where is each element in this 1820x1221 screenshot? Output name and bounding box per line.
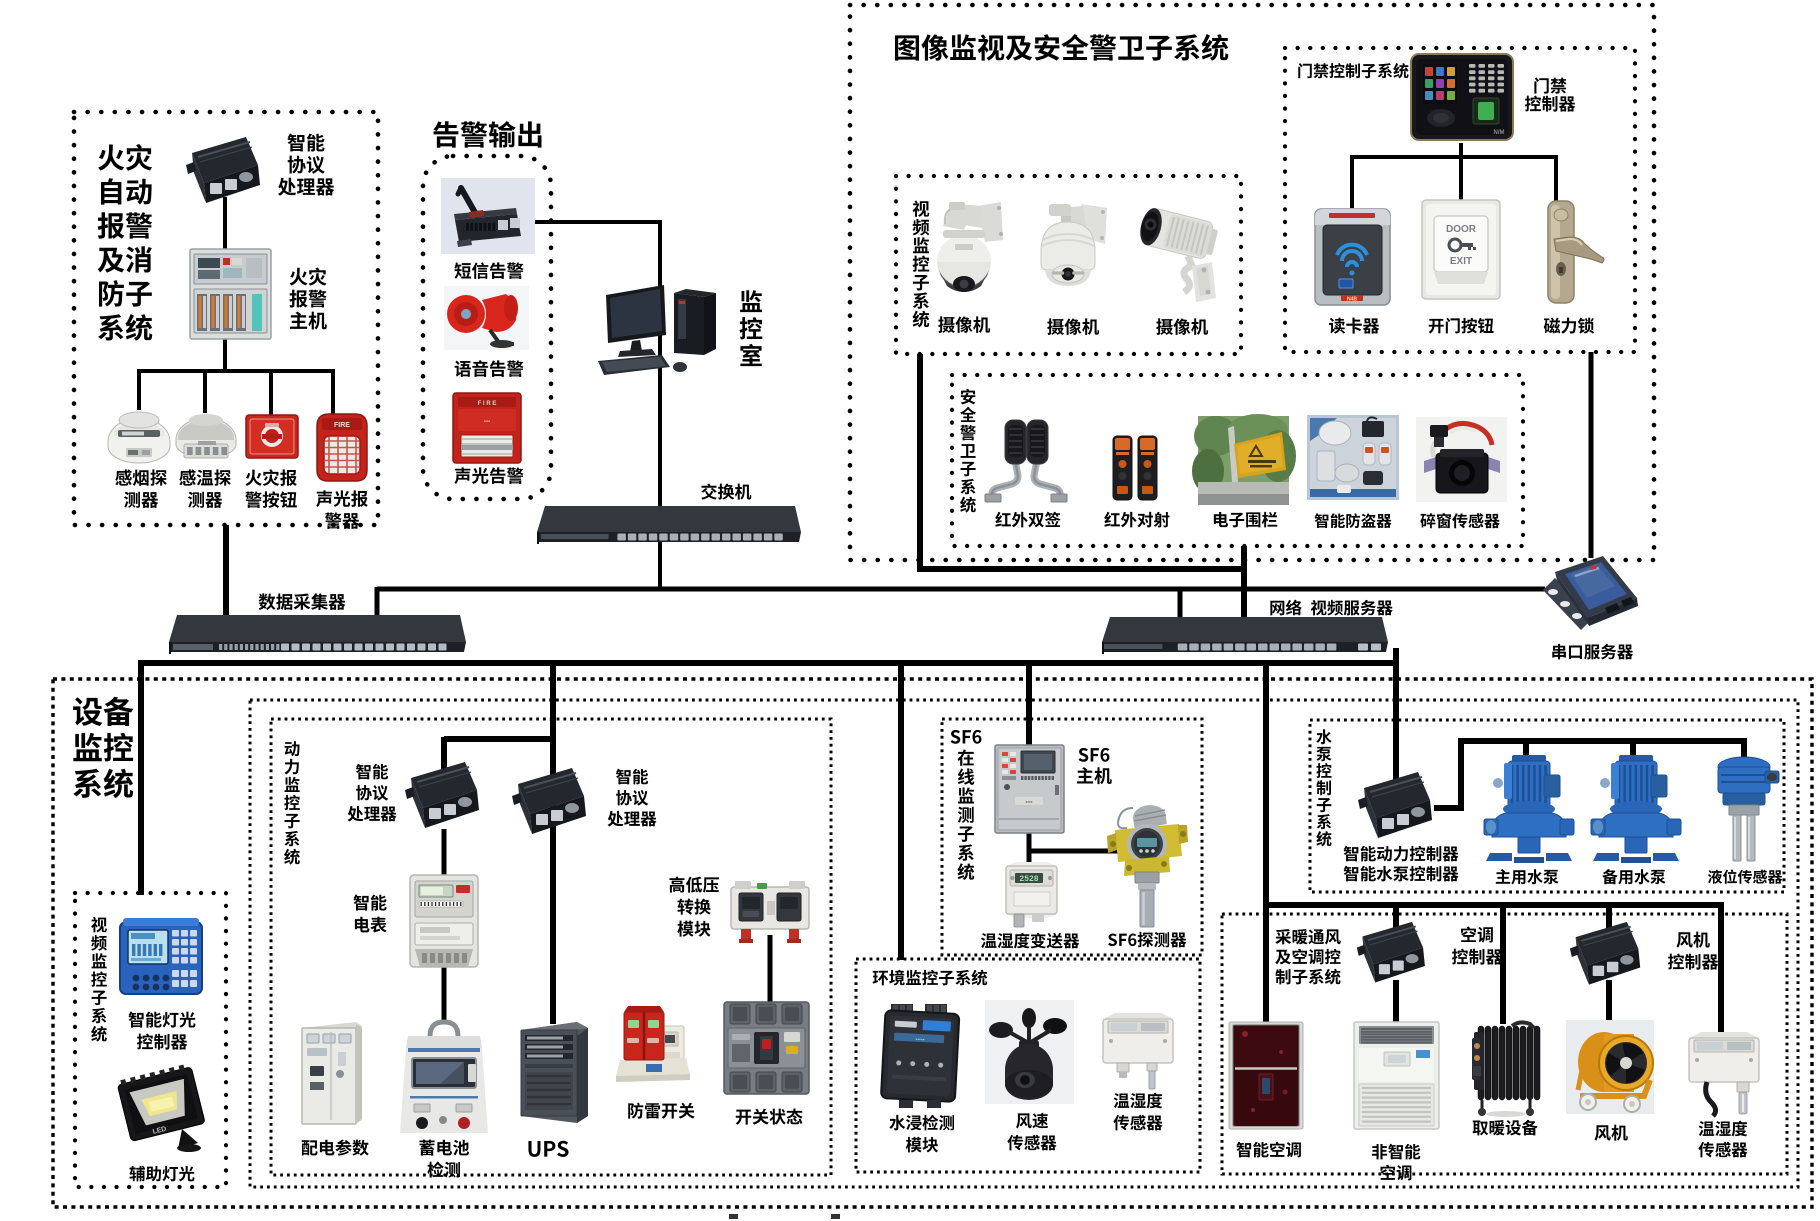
svg-text:EXIT: EXIT [1450, 256, 1472, 267]
svg-text:LED: LED [152, 1126, 167, 1136]
svg-text:N4B: N4B [1347, 297, 1357, 303]
svg-text:▪▪▪▪: ▪▪▪▪ [1025, 800, 1032, 806]
svg-text:F I R E: F I R E [478, 401, 497, 407]
svg-text:▪▪▪▪▪: ▪▪▪▪▪ [915, 1037, 924, 1043]
svg-text:FIRE: FIRE [334, 422, 350, 429]
svg-text:N/M: N/M [1494, 130, 1505, 136]
svg-text:▪▪▪: ▪▪▪ [484, 419, 490, 425]
svg-text:2528: 2528 [1019, 875, 1038, 884]
svg-text:DOOR: DOOR [1446, 224, 1477, 235]
